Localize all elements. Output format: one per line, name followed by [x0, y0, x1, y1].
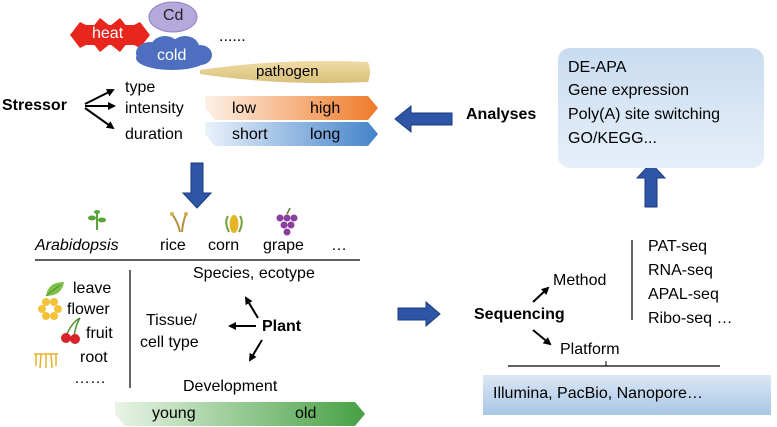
method-label: Method	[553, 272, 607, 289]
duration-short: short	[232, 126, 268, 143]
tissue-flower: flower	[67, 301, 110, 318]
development-label: Development	[183, 378, 278, 395]
species-rice: rice	[160, 237, 186, 254]
arrow-to-stressor	[394, 104, 453, 134]
species-ellipsis: …	[331, 237, 347, 254]
analyses-item: DE-APA	[568, 59, 627, 76]
method-item: PAT-seq	[648, 238, 707, 255]
analyses-title: Analyses	[466, 106, 537, 123]
plant-title: Plant	[262, 318, 302, 335]
intensity-bar	[205, 96, 378, 120]
method-item: Ribo-seq …	[648, 310, 733, 327]
development-young: young	[152, 405, 196, 422]
platform-list: Illumina, PacBio, Nanopore…	[493, 385, 703, 402]
tissue-ellipsis: ……	[74, 370, 106, 387]
duration-long: long	[310, 126, 341, 143]
analyses-box: DE-APA Gene expression Poly(A) site swit…	[558, 48, 764, 168]
species-grape: grape	[263, 237, 304, 254]
sequencing-title: Sequencing	[474, 306, 565, 323]
method-item: RNA-seq	[648, 262, 713, 279]
cold-label: cold	[157, 47, 187, 64]
cd-badge-shape	[148, 1, 198, 33]
arrow-to-plant	[181, 162, 213, 209]
species-ecotype-label: Species, ecotype	[193, 265, 315, 282]
stressor-title: Stressor	[2, 97, 67, 114]
tissue-label-line2: cell type	[140, 334, 199, 351]
arabidopsis-icon	[88, 210, 106, 230]
stressor-duration: duration	[125, 126, 183, 143]
pathogen-label: pathogen	[256, 63, 319, 80]
platform-box: Illumina, PacBio, Nanopore…	[483, 375, 771, 415]
duration-bar	[205, 122, 378, 146]
corn-icon	[225, 215, 243, 233]
species-corn: corn	[208, 237, 240, 254]
cd-label: Cd	[163, 7, 184, 24]
heat-badge-shape	[70, 18, 150, 52]
intensity-low: low	[232, 100, 257, 117]
intensity-high: high	[310, 100, 341, 117]
development-bar	[115, 402, 365, 426]
flower-icon	[38, 298, 62, 320]
arrow-to-analyses	[635, 162, 667, 208]
tissue-leave: leave	[73, 280, 112, 297]
stressor-type: type	[125, 79, 156, 96]
tissue-root: root	[80, 349, 108, 366]
root-icon	[34, 353, 58, 369]
tissue-label-line1: Tissue/	[146, 312, 197, 329]
arrow-to-sequencing	[397, 300, 441, 328]
analyses-item: Gene expression	[568, 82, 689, 99]
cherry-icon	[61, 317, 81, 344]
tissue-fruit: fruit	[86, 325, 113, 342]
stressor-ellipsis: ......	[219, 28, 246, 45]
species-arabidopsis: Arabidopsis	[35, 237, 119, 254]
rice-icon	[170, 212, 188, 233]
platform-label: Platform	[560, 341, 620, 358]
stressor-intensity: intensity	[125, 100, 184, 117]
analyses-item: Poly(A) site switching	[568, 106, 721, 123]
method-item: APAL-seq	[648, 286, 719, 303]
development-old: old	[295, 405, 317, 422]
pathogen-shape	[200, 61, 370, 83]
analyses-item: GO/KEGG...	[568, 130, 657, 147]
heat-label: heat	[92, 25, 124, 42]
leaf-icon	[45, 282, 64, 297]
cold-cloud-shape	[136, 36, 212, 70]
grape-icon	[276, 207, 298, 236]
